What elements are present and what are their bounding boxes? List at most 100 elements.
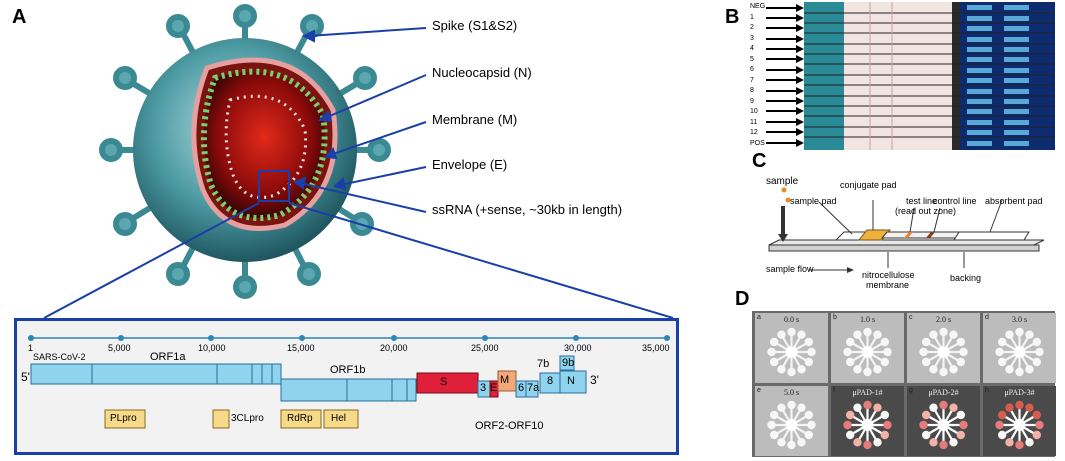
five-prime-label: 5': [21, 370, 30, 384]
upad-flower: [843, 327, 892, 377]
row-label: 3: [750, 34, 754, 42]
upad-cell-tag: b: [833, 314, 837, 321]
lfa-test-line-label: test line: [906, 196, 938, 206]
virus-name-label: SARS-CoV-2: [33, 352, 86, 362]
lfa-diagram: [768, 187, 1045, 273]
upad-cell-tag: a: [757, 314, 761, 321]
upad-flower: [843, 400, 892, 450]
tick-label: 15,000: [287, 343, 315, 353]
upad-cell: b 1.0 s: [831, 313, 904, 383]
row-label: 6: [750, 66, 754, 73]
upad-cell-tag: f: [833, 387, 835, 394]
tick-label: 35,000: [642, 343, 670, 353]
upad-cell-tag: e: [757, 387, 761, 394]
upad-cell-tag: c: [909, 314, 913, 321]
row-label: 2: [750, 24, 754, 31]
row-label: 4: [750, 45, 754, 52]
tick-label: 25,000: [471, 343, 499, 353]
seven-a-label: 7a: [527, 382, 540, 394]
row-label: 12: [750, 129, 758, 136]
upad-cell: e 5.0 s: [755, 386, 828, 456]
orf1b-label: ORF1b: [330, 364, 366, 376]
upad-cell-label: 3.0 s: [1011, 315, 1028, 324]
upad-flower: [919, 327, 968, 377]
upad-cell-tag: h: [985, 387, 989, 394]
row-label: 7: [750, 76, 754, 84]
hel-label: Hel: [331, 413, 347, 424]
upad-flower: [767, 327, 816, 377]
upad-cell-label: μPAD-1#: [852, 388, 883, 397]
s-gene-label: S: [440, 376, 448, 388]
upad-cell-label: 2.0 s: [935, 315, 952, 324]
upad-cell-label: μPAD-3#: [1004, 388, 1035, 397]
tick-label: 5,000: [108, 343, 131, 353]
m-gene-label: M: [500, 374, 510, 386]
e-gene-label: E: [490, 382, 498, 394]
upad-cell: g μPAD-2#: [907, 386, 980, 456]
row-label: 10: [750, 108, 758, 115]
genome-diagram: [28, 335, 670, 429]
upad-cell: h μPAD-3#: [983, 386, 1056, 456]
tick-label: 30,000: [564, 343, 592, 353]
lfa-control-line-label: control line: [933, 196, 977, 206]
tick-label: 20,000: [380, 343, 408, 353]
n-gene-label: N: [567, 375, 575, 387]
upad-cell: c 2.0 s: [907, 313, 980, 383]
three-prime-label: 3': [590, 373, 599, 387]
upad-flower: [995, 327, 1044, 377]
panel-b-letter: B: [725, 6, 740, 28]
lfa-nitrocellulose-label: nitrocellulose: [862, 270, 915, 280]
ssrna-label: ssRNA (+sense, ~30kb in length): [432, 202, 623, 217]
spike-label: Spike (S1&S2): [432, 18, 518, 33]
row-label: 11: [750, 118, 758, 126]
lfa-sample-label: sample: [766, 176, 799, 187]
upad-cell-tag: d: [985, 314, 989, 321]
envelope-label: Envelope (E): [432, 157, 508, 172]
upad-grid: a 0.0 s b 1.0 s c 2.0 s d 3.0 s e 5.0 s f μPAD-1# g μ…: [752, 311, 1056, 457]
nine-b-label: 9b: [562, 357, 575, 369]
plpro-label: PLpro: [110, 413, 137, 424]
panel-a-letter: A: [12, 6, 27, 28]
upad-cell: f μPAD-1#: [831, 386, 904, 456]
upad-flower: [995, 400, 1044, 450]
lfa-sample-pad-label: sample pad: [790, 196, 837, 206]
three-label: 3: [480, 382, 487, 394]
upad-cell-label: 1.0 s: [859, 315, 876, 324]
row-label: POS: [750, 139, 765, 147]
upad-cell-label: 0.0 s: [783, 315, 800, 324]
rdrp-label: RdRp: [287, 413, 313, 424]
panel-d-letter: D: [735, 288, 750, 310]
upad-cell: a 0.0 s: [755, 313, 828, 383]
lfa-conjugate-pad-label: conjugate pad: [840, 180, 897, 190]
row-label: 5: [750, 55, 754, 63]
row-label: 9: [750, 97, 754, 105]
seven-b-label: 7b: [537, 358, 550, 370]
strip-row-labels: NEG 1 2 3 4 5 6 7 8 9 10 11 12 POS: [750, 2, 766, 150]
lfa-read-out-label: (read out zone): [895, 206, 957, 216]
upad-cell-label: μPAD-2#: [928, 388, 959, 397]
upad-flower: [919, 400, 968, 450]
eight-label: 8: [547, 375, 554, 387]
orf2-orf10-label: ORF2-ORF10: [475, 420, 544, 432]
lfa-absorbent-pad-label: absorbent pad: [985, 196, 1043, 206]
strip-test-photo: [752, 2, 1055, 150]
upad-flower: [767, 400, 816, 450]
upad-cell-label: 5.0 s: [783, 388, 800, 397]
row-label: 8: [750, 87, 754, 94]
row-label: NEG: [750, 3, 766, 10]
tick-label: 10,000: [198, 343, 226, 353]
lfa-membrane-label: membrane: [866, 280, 910, 290]
3clpro-label: 3CLpro: [231, 413, 264, 424]
strip-test-image: [752, 2, 1055, 150]
orf1a-label: ORF1a: [150, 351, 186, 363]
upad-cell: d 3.0 s: [983, 313, 1056, 383]
six-label: 6: [518, 382, 525, 394]
upad-cell-tag: g: [909, 387, 913, 394]
tick-label: 1: [28, 343, 34, 353]
panel-c-letter: C: [752, 150, 767, 172]
lfa-backing-label: backing: [950, 273, 982, 283]
membrane-label: Membrane (M): [432, 112, 518, 127]
row-label: 1: [750, 13, 754, 21]
nucleocapsid-label: Nucleocapsid (N): [432, 65, 532, 80]
